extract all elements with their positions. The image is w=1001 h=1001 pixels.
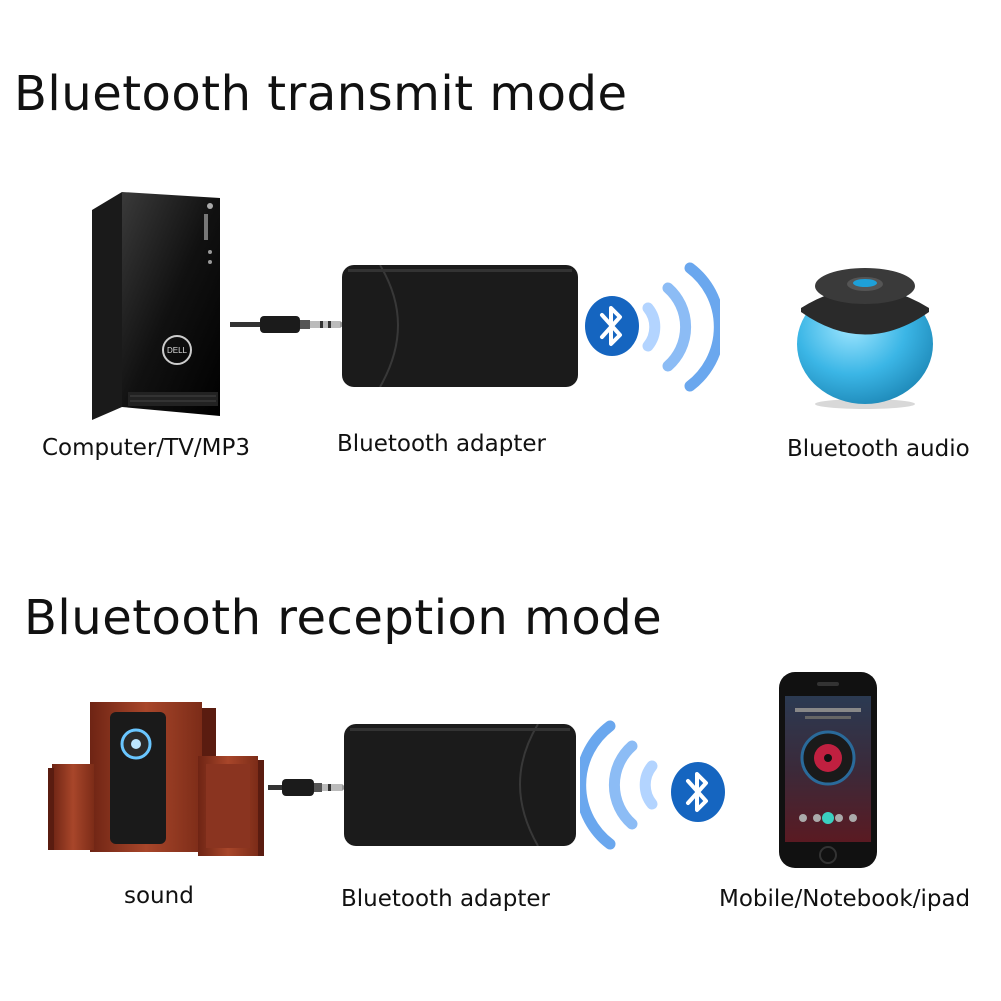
audio-jack-icon xyxy=(230,310,345,340)
audio-jack-icon xyxy=(268,774,346,802)
reception-mode-title: Bluetooth reception mode xyxy=(24,590,663,646)
speaker-set-label: sound xyxy=(124,883,194,909)
bluetooth-icon xyxy=(668,760,728,824)
adapter-label: Bluetooth adapter xyxy=(341,886,550,912)
adapter-label: Bluetooth adapter xyxy=(337,431,546,457)
bluetooth-speaker xyxy=(788,262,942,410)
transmit-mode-title: Bluetooth transmit mode xyxy=(14,66,628,122)
pc-tower: DELL xyxy=(92,192,227,422)
bluetooth-adapter xyxy=(342,265,578,387)
source-device-label: Computer/TV/MP3 xyxy=(42,435,250,461)
bluetooth-adapter xyxy=(344,724,576,846)
wooden-speakers xyxy=(48,694,266,862)
bluetooth-icon xyxy=(582,294,642,358)
smartphone xyxy=(779,672,877,868)
speaker-label: Bluetooth audio xyxy=(787,436,970,462)
signal-wave-icon xyxy=(580,716,660,854)
signal-wave-icon xyxy=(640,258,720,396)
source-device-label: Mobile/Notebook/ipad xyxy=(719,886,971,912)
pc-brand-logo: DELL xyxy=(167,346,188,355)
